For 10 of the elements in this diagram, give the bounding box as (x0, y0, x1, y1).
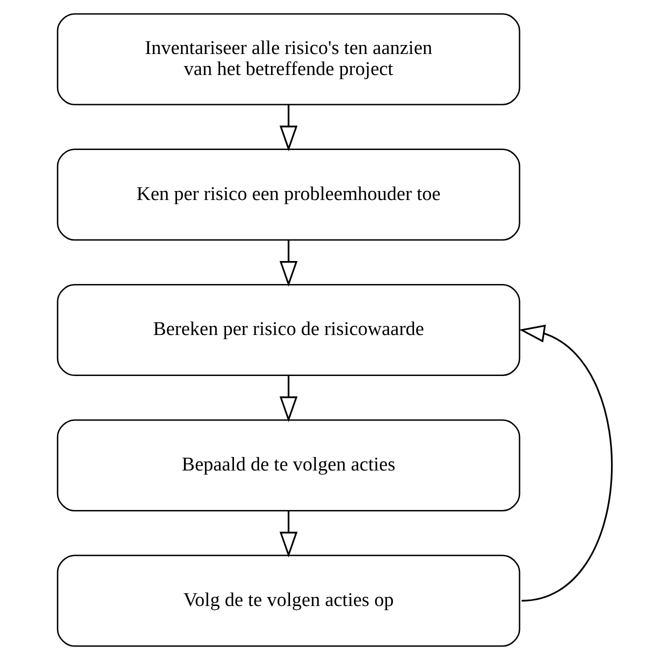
node-box: Inventariseer alle risico's ten aanzien van het betreffende project (56, 13, 520, 106)
arrow (519, 324, 612, 602)
arrow (280, 376, 298, 422)
node-box: Bepaald de te volgen acties (56, 419, 520, 512)
node-box: Bereken per risico de risicowaarde (56, 284, 520, 376)
arrow (280, 240, 298, 287)
node-box: Volg de te volgen acties op (56, 554, 520, 647)
arrow (280, 510, 298, 558)
node-box: Ken per risico een probleemhouder toe (56, 148, 520, 241)
arrow (280, 104, 298, 152)
